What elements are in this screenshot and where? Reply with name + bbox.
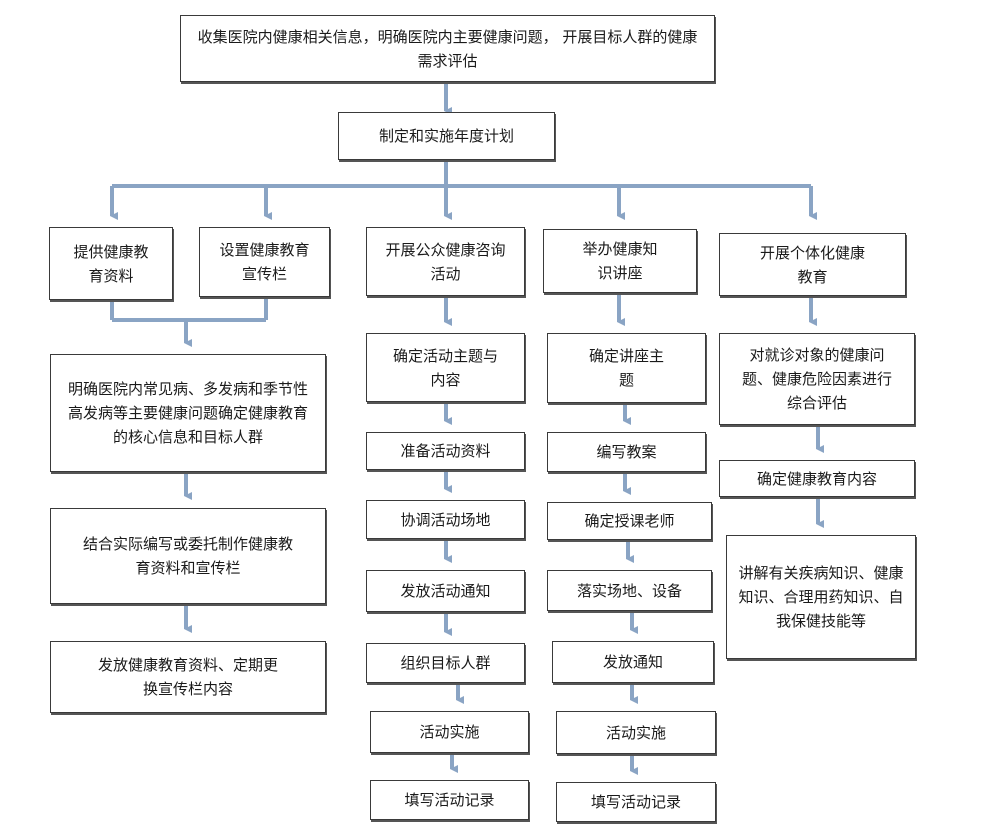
node-write-material: 结合实际编写或委托制作健康教育资料和宣传栏 bbox=[50, 508, 326, 604]
node-l-notice-text: 发放通知 bbox=[602, 653, 663, 671]
node-individual: 开展个体化健康教育 bbox=[719, 233, 906, 296]
node-l-record: 填写活动记录 bbox=[556, 782, 716, 822]
node-c-organize: 组织目标人群 bbox=[366, 643, 525, 683]
node-l-implement: 活动实施 bbox=[556, 711, 716, 754]
node-l-implement-text: 活动实施 bbox=[605, 723, 666, 742]
node-c-prepare-text: 准备活动资料 bbox=[400, 442, 491, 460]
node-collect-text: 收集医院内健康相关信息，明确医院内主要健康问题， 开展目标人群的健康需求评估 bbox=[197, 27, 698, 70]
node-l-record-text: 填写活动记录 bbox=[590, 793, 681, 811]
node-c-record: 填写活动记录 bbox=[370, 780, 529, 820]
node-lecture: 举办健康知识讲座 bbox=[543, 229, 697, 293]
node-c-venue: 协调活动场地 bbox=[366, 500, 525, 539]
node-bulletin-text: 设置健康教育宣传栏 bbox=[219, 241, 310, 283]
node-bulletin: 设置健康教育宣传栏 bbox=[199, 227, 330, 297]
node-l-plan: 编写教案 bbox=[547, 432, 706, 472]
node-distribute-material-text: 发放健康教育资料、定期更换宣传栏内容 bbox=[97, 656, 278, 698]
node-l-venue-text: 落实场地、设备 bbox=[576, 581, 682, 600]
node-c-prepare: 准备活动资料 bbox=[366, 432, 525, 470]
node-c-implement: 活动实施 bbox=[370, 711, 529, 753]
node-l-topic-text: 确定讲座主题 bbox=[588, 347, 664, 389]
node-c-notice-text: 发放活动通知 bbox=[400, 582, 491, 600]
node-plan-text: 制定和实施年度计划 bbox=[378, 127, 514, 145]
node-c-notice: 发放活动通知 bbox=[366, 570, 525, 612]
node-i-assess: 对就诊对象的健康问题、健康危险因素进行综合评估 bbox=[719, 333, 915, 425]
node-collect: 收集医院内健康相关信息，明确医院内主要健康问题， 开展目标人群的健康需求评估 bbox=[180, 15, 715, 82]
node-l-venue: 落实场地、设备 bbox=[547, 570, 712, 611]
node-i-assess-text: 对就诊对象的健康问题、健康危险因素进行综合评估 bbox=[742, 346, 893, 412]
node-c-record-text: 填写活动记录 bbox=[404, 791, 495, 809]
node-l-teacher-text: 确定授课老师 bbox=[584, 512, 675, 530]
node-c-topic: 确定活动主题与内容 bbox=[366, 333, 525, 402]
node-l-topic: 确定讲座主题 bbox=[547, 333, 706, 403]
node-provide-text: 提供健康教育资料 bbox=[73, 242, 149, 285]
node-consult: 开展公众健康咨询活动 bbox=[366, 227, 525, 296]
node-l-notice: 发放通知 bbox=[552, 641, 714, 683]
node-core-info-text: 明确医院内常见病、多发病和季节性高发病等主要健康问题确定健康教育的核心信息和目标… bbox=[68, 380, 309, 446]
node-i-content-text: 确定健康教育内容 bbox=[756, 469, 877, 488]
node-provide: 提供健康教育资料 bbox=[49, 227, 173, 300]
node-l-plan-text: 编写教案 bbox=[596, 443, 657, 461]
node-lecture-text: 举办健康知识讲座 bbox=[582, 240, 658, 282]
node-c-implement-text: 活动实施 bbox=[419, 723, 480, 741]
node-c-venue-text: 协调活动场地 bbox=[400, 510, 491, 529]
node-c-organize-text: 组织目标人群 bbox=[400, 654, 491, 672]
node-consult-text: 开展公众健康咨询活动 bbox=[385, 240, 506, 283]
node-l-teacher: 确定授课老师 bbox=[547, 502, 712, 540]
node-distribute-material: 发放健康教育资料、定期更换宣传栏内容 bbox=[50, 641, 326, 713]
node-i-explain-text: 讲解有关疾病知识、健康知识、合理用药知识、自我保健技能等 bbox=[738, 564, 904, 630]
node-c-topic-text: 确定活动主题与内容 bbox=[392, 346, 498, 389]
node-i-explain: 讲解有关疾病知识、健康知识、合理用药知识、自我保健技能等 bbox=[726, 535, 916, 659]
node-core-info: 明确医院内常见病、多发病和季节性高发病等主要健康问题确定健康教育的核心信息和目标… bbox=[50, 354, 326, 472]
node-individual-text: 开展个体化健康教育 bbox=[759, 243, 865, 286]
node-plan: 制定和实施年度计划 bbox=[338, 112, 555, 160]
node-write-material-text: 结合实际编写或委托制作健康教育资料和宣传栏 bbox=[82, 535, 293, 577]
node-i-content: 确定健康教育内容 bbox=[719, 460, 915, 497]
